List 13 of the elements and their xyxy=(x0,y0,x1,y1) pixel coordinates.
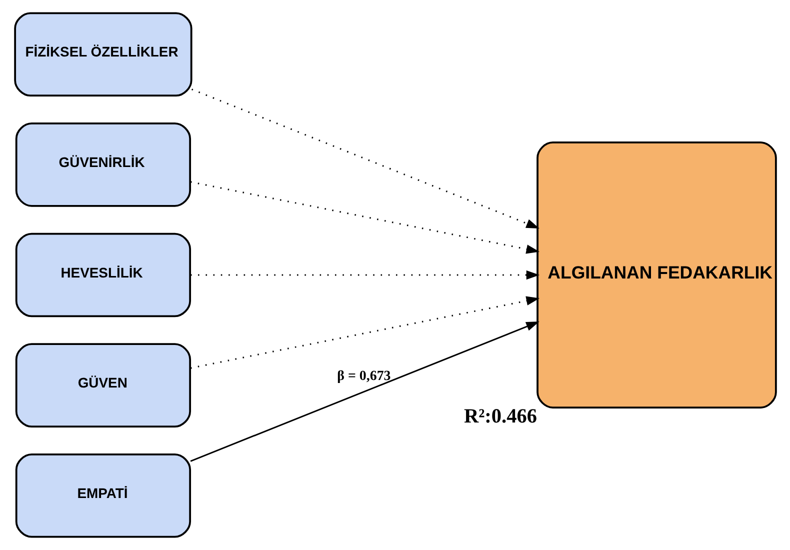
node-box: HEVESLİLİK xyxy=(14,232,191,318)
arrow xyxy=(190,270,540,280)
edge-label: β = 0,673 xyxy=(336,369,390,384)
node-box: ALGILANAN FEDAKARLIK xyxy=(536,142,776,408)
arrow xyxy=(191,88,539,229)
node-label: R²:0.466 xyxy=(463,405,537,428)
arrow xyxy=(190,296,540,369)
arrow xyxy=(190,181,540,254)
node-box: FİZİKSEL ÖZELLİKLER xyxy=(14,12,192,97)
node-box: GÜVEN xyxy=(14,343,191,428)
node-box: GÜVENİRLİK xyxy=(14,122,191,207)
node-box: EMPATİ xyxy=(14,453,191,538)
arrow xyxy=(190,321,539,462)
